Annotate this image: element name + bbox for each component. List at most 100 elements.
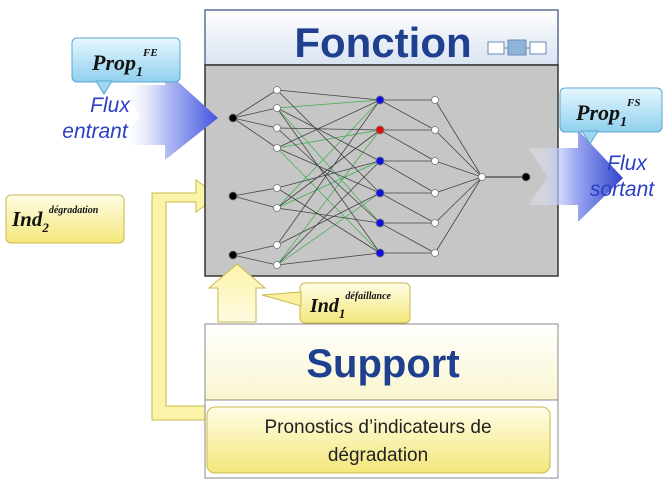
input-property-callout: Prop1 FE: [71, 37, 181, 95]
network-connection-green: [276, 107, 381, 224]
network-connection: [232, 254, 278, 266]
failure-indicator-base: Ind: [309, 295, 340, 317]
input-flux-label-line1: Flux: [90, 94, 131, 117]
output-flux-label-line2: sortant: [590, 178, 655, 201]
network-connection: [232, 89, 278, 119]
network-connection-green: [276, 160, 381, 209]
network-connection-green: [276, 192, 381, 266]
network-connection: [276, 127, 381, 131]
hidden-node: [273, 204, 281, 212]
input-property-sub: 1: [136, 65, 143, 80]
network-nodes: [228, 86, 531, 269]
failure-indicator-sub: 1: [339, 306, 346, 321]
network-connection-green: [276, 129, 381, 149]
input-node: [228, 191, 238, 201]
hidden-node: [431, 219, 439, 227]
hidden-node: [273, 241, 281, 249]
network-connection: [434, 176, 483, 254]
network-connection: [276, 252, 381, 266]
input-property-base: Prop: [91, 50, 136, 75]
output-flux-arrow: [528, 130, 623, 222]
network-connection: [276, 160, 381, 189]
network-connection: [232, 244, 278, 256]
svg-text:Ind1défaillance: Ind1 défaillance: [309, 291, 392, 321]
network-connection: [276, 147, 381, 194]
network-connection: [379, 160, 436, 194]
input-property-sup: FE: [142, 47, 158, 59]
failure-indicator-callout: Ind1 défaillance: [261, 282, 411, 324]
network-connection: [434, 129, 483, 178]
hidden-node: [431, 189, 439, 197]
network-connection: [232, 117, 278, 129]
output-property-base: Prop: [575, 100, 620, 125]
hidden-node: [431, 126, 439, 134]
blue-node: [375, 218, 385, 228]
network-connection: [276, 99, 381, 246]
network-connection: [232, 187, 278, 197]
network-connection: [434, 160, 483, 178]
output-property-sup: FS: [626, 97, 640, 109]
failure-indicator-sup: défaillance: [345, 291, 391, 302]
input-flux-arrow: [120, 70, 218, 160]
network-connection: [276, 127, 381, 224]
network-connection: [232, 195, 278, 209]
network-connection: [379, 99, 436, 131]
network-connection: [276, 89, 381, 101]
network-connection: [434, 176, 483, 224]
network-connection: [232, 117, 278, 149]
svg-text:Prop1FS: Prop1 FS: [575, 97, 640, 130]
network-connection: [379, 192, 436, 224]
prognostics-line2: dégradation: [328, 445, 428, 466]
network-connection: [276, 192, 381, 246]
network-connection: [276, 107, 381, 162]
input-node: [228, 250, 238, 260]
blue-node: [375, 156, 385, 166]
network-connection: [232, 107, 278, 119]
network-connections: [232, 89, 526, 266]
hidden-node: [273, 184, 281, 192]
network-connection: [276, 160, 381, 266]
red-node: [375, 125, 385, 135]
network-connection: [276, 107, 381, 254]
network-connection-green: [276, 99, 381, 209]
output-property-sub: 1: [620, 115, 627, 130]
hidden-node: [431, 249, 439, 257]
hidden-node: [273, 124, 281, 132]
prognostics-callout: Pronostics d’indicateurs de dégradation: [206, 406, 551, 474]
svg-text:Ind2dégradation: Ind2dégradation: [11, 205, 99, 235]
hidden-node: [273, 86, 281, 94]
degradation-indicator-sub: 2: [41, 220, 49, 235]
input-node: [228, 113, 238, 123]
network-connection: [276, 89, 381, 194]
network-connection: [434, 99, 483, 178]
hidden-node: [431, 96, 439, 104]
network-connection: [276, 99, 381, 149]
blue-node: [375, 188, 385, 198]
network-connection: [276, 129, 381, 209]
hidden-node: [431, 157, 439, 165]
degradation-indicator-base: Ind: [11, 207, 43, 231]
merge-node: [478, 173, 486, 181]
network-connection: [276, 207, 381, 224]
failure-indicator-arrow: [207, 263, 267, 323]
network-connection: [379, 222, 436, 254]
blue-node: [375, 248, 385, 258]
hidden-node: [273, 104, 281, 112]
svg-text:Prop1FE: Prop1 FE: [91, 47, 158, 80]
degradation-indicator-callout: Ind2dégradation: [5, 194, 125, 244]
output-property-callout: Prop1 FS: [559, 87, 663, 145]
network-connection: [379, 129, 436, 162]
window-icon: [487, 39, 547, 56]
blue-node: [375, 95, 385, 105]
output-flux-label-line1: Flux: [607, 152, 648, 175]
degradation-indicator-sup: dégradation: [49, 205, 99, 216]
prognostics-line1: Pronostics d’indicateurs de: [264, 417, 491, 438]
output-node: [521, 172, 531, 182]
support-title: Support: [306, 342, 459, 386]
function-title: Fonction: [294, 19, 471, 66]
input-flux-label-line2: entrant: [62, 120, 129, 143]
network-connection: [434, 176, 483, 194]
network-connection: [276, 187, 381, 254]
function-box: Fonction: [204, 9, 559, 277]
